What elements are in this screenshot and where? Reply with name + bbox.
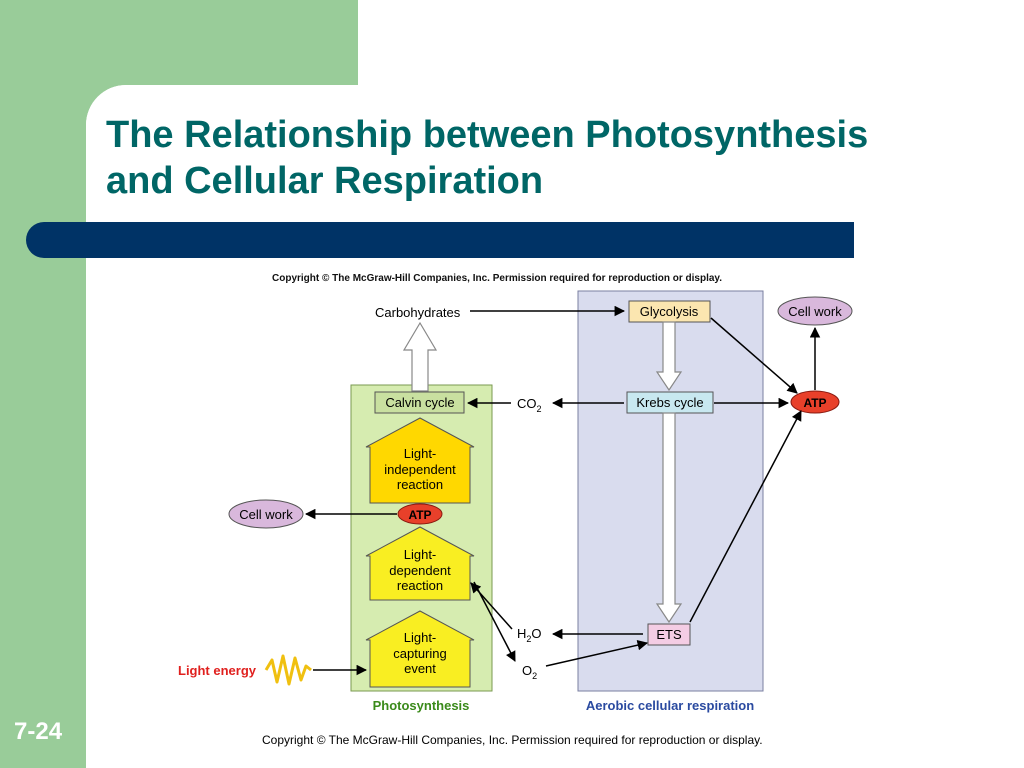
footer-copyright: Copyright © The McGraw-Hill Companies, I… <box>262 733 763 747</box>
calvin-cycle-box <box>374 391 465 414</box>
calvin-to-carbohydrates-arrow <box>402 321 438 392</box>
slide-title: The Relationship between Photosynthesis … <box>106 112 1006 204</box>
light-energy-zigzag-icon <box>264 654 312 686</box>
cell-work-left-label: Cell work <box>239 507 293 522</box>
ets-label: ETS <box>656 627 682 642</box>
content-panel-overlay <box>86 85 1024 768</box>
ets-box <box>647 623 691 646</box>
carbohydrates-label: Carbohydrates <box>375 305 461 320</box>
slide-number: 7-24 <box>14 718 63 745</box>
atp-left <box>397 503 443 525</box>
cell-work-right-label: Cell work <box>788 304 842 319</box>
o2-label: O2 <box>522 663 537 681</box>
atp-right <box>790 390 840 414</box>
light-capturing-line2: capturing <box>393 646 446 661</box>
atp-right-label: ATP <box>803 396 826 410</box>
title-bar <box>26 222 854 258</box>
glycolysis-to-atp-arrow <box>710 317 798 394</box>
krebs-cycle-label: Krebs cycle <box>636 395 703 410</box>
aerobic-caption: Aerobic cellular respiration <box>586 698 754 713</box>
light-dependent-arrow <box>365 526 475 601</box>
ets-to-atp-arrow <box>689 410 802 623</box>
light-dependent-line2: dependent <box>389 563 451 578</box>
atp-left-label: ATP <box>408 508 431 522</box>
light-dependent-line1: Light- <box>404 547 437 562</box>
light-capturing-line1: Light- <box>404 630 437 645</box>
light-independent-line2: independent <box>384 462 456 477</box>
light-dependent-to-o2-arrow <box>473 581 516 662</box>
light-independent-line3: reaction <box>397 477 443 492</box>
calvin-cycle-label: Calvin cycle <box>385 395 454 410</box>
title-line-2: and Cellular Respiration <box>106 160 544 202</box>
left-strip <box>0 0 86 768</box>
title-line-1: The Relationship between Photosynthesis <box>106 114 869 156</box>
glycolysis-label: Glycolysis <box>640 304 699 319</box>
co2-label: CO2 <box>517 396 542 414</box>
figure-copyright: Copyright © The McGraw-Hill Companies, I… <box>272 273 722 284</box>
o2-to-ets-arrow <box>545 639 649 667</box>
photosynthesis-caption: Photosynthesis <box>373 698 470 713</box>
krebs-to-ets-arrow <box>655 412 683 624</box>
light-dependent-line3: reaction <box>397 578 443 593</box>
light-capturing-line3: event <box>404 661 436 676</box>
light-independent-line1: Light- <box>404 446 437 461</box>
glycolysis-to-krebs-arrow <box>655 321 683 392</box>
light-energy-label: Light energy <box>178 663 257 678</box>
h2o-label: H2O <box>517 626 542 644</box>
light-capturing-arrow <box>365 610 475 688</box>
light-independent-arrow <box>365 417 475 504</box>
cell-work-right <box>777 296 853 326</box>
cell-work-left <box>228 499 304 529</box>
